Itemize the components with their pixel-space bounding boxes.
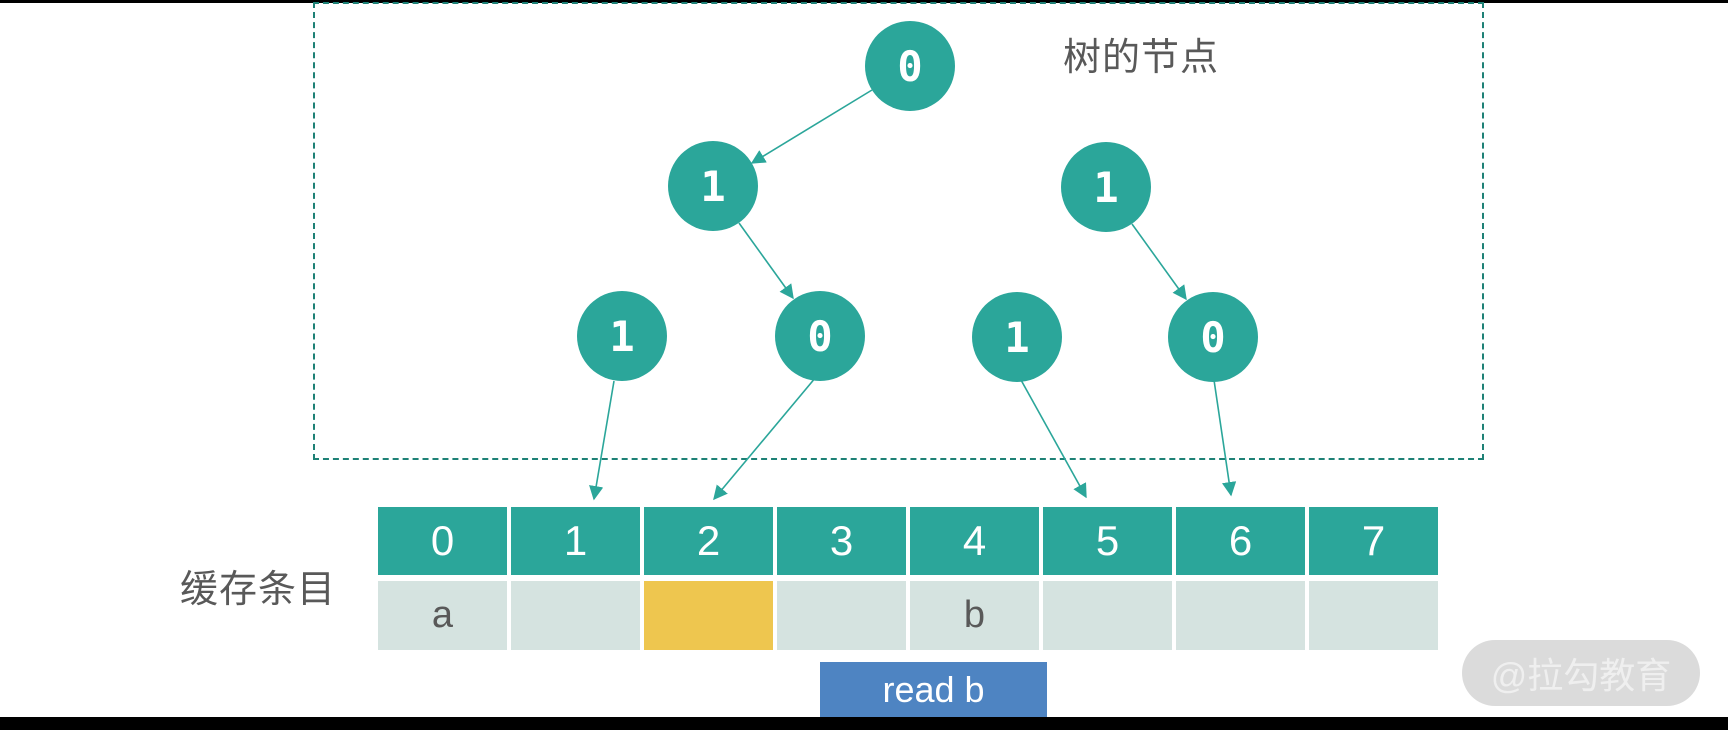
tree-node-leaf-3: 1 xyxy=(972,292,1062,382)
cache-header-7: 7 xyxy=(1309,507,1438,575)
tree-node-root: 0 xyxy=(865,21,955,111)
cache-cell-6 xyxy=(1176,581,1305,650)
cache-entries-label: 缓存条目 xyxy=(179,569,336,611)
tree-node-leaf-1: 1 xyxy=(577,291,667,381)
cache-cell-4: b xyxy=(910,581,1039,650)
cache-cell-0: a xyxy=(378,581,507,650)
cache-cell-5 xyxy=(1043,581,1172,650)
cache-cell-3 xyxy=(777,581,906,650)
tree-nodes-panel: 树的节点 xyxy=(313,2,1484,460)
top-black-bar xyxy=(0,0,1728,3)
cache-header-6: 6 xyxy=(1176,507,1305,575)
cache-header-0: 0 xyxy=(378,507,507,575)
cache-header-4: 4 xyxy=(910,507,1039,575)
cache-cell-1 xyxy=(511,581,640,650)
cache-cell-7 xyxy=(1309,581,1438,650)
read-b-action-label: read b xyxy=(820,662,1047,717)
cache-cell-2-highlighted xyxy=(644,581,773,650)
watermark-badge: @拉勾教育 xyxy=(1462,640,1700,706)
cache-header-5: 5 xyxy=(1043,507,1172,575)
tree-node-leaf-4: 0 xyxy=(1168,292,1258,382)
tree-node-leaf-2: 0 xyxy=(775,291,865,381)
tree-node-left-child: 1 xyxy=(668,141,758,231)
cache-header-1: 1 xyxy=(511,507,640,575)
cache-header-2: 2 xyxy=(644,507,773,575)
cache-header-3: 3 xyxy=(777,507,906,575)
tree-node-right-child: 1 xyxy=(1061,142,1151,232)
tree-panel-label: 树的节点 xyxy=(1062,37,1219,79)
bottom-black-bar xyxy=(0,717,1728,730)
